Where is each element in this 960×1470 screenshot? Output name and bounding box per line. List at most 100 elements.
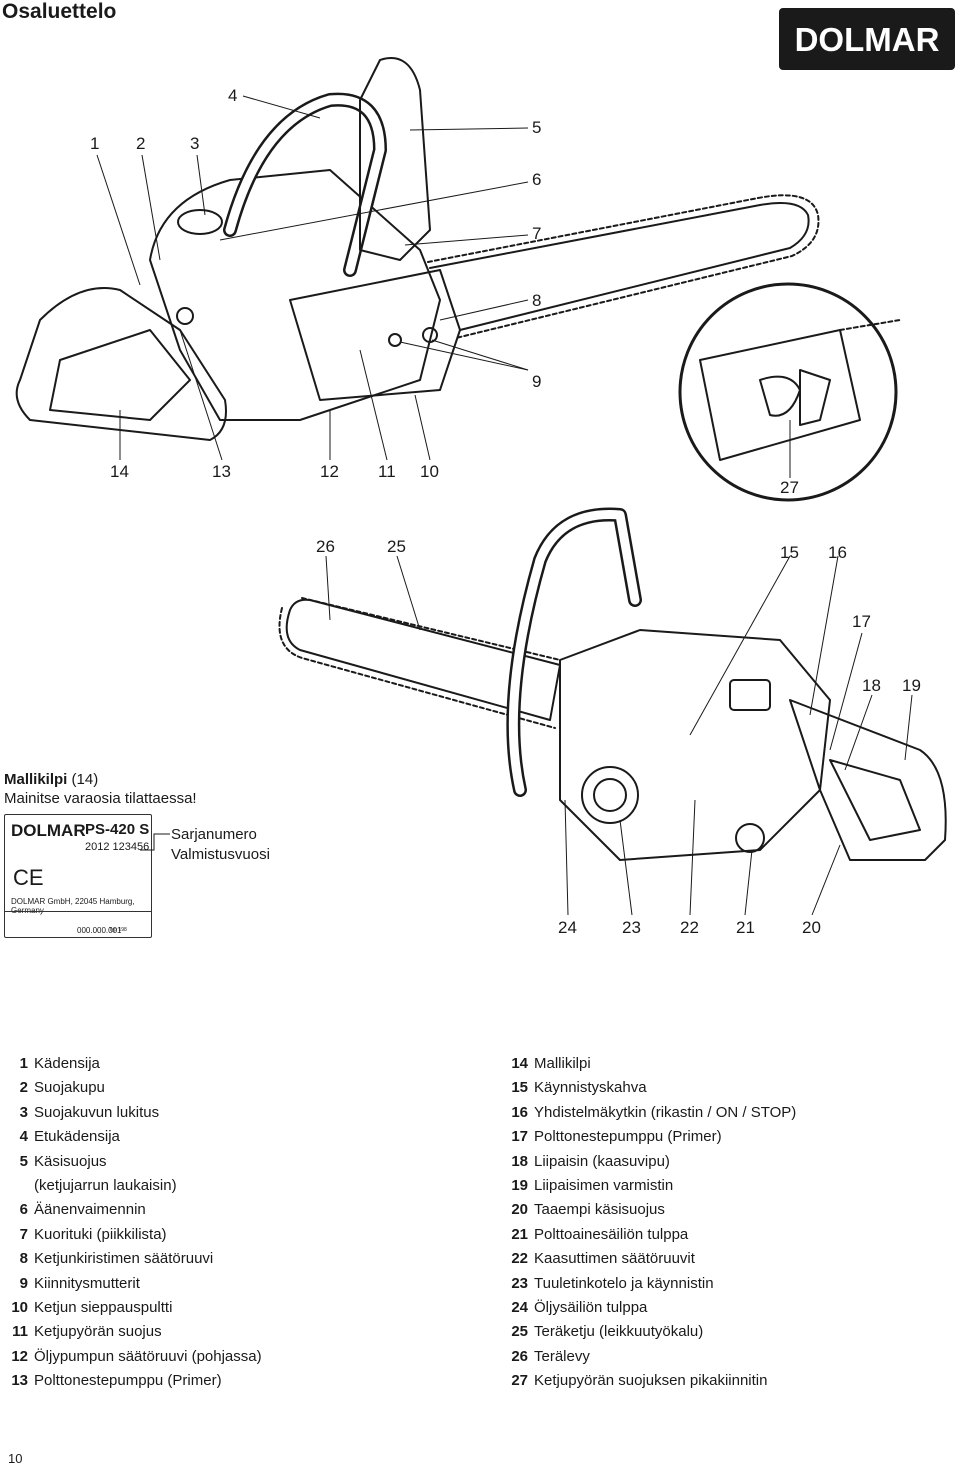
bottom-engine-housing (559, 629, 831, 861)
starter-cover (581, 766, 639, 824)
legend-text: Etukädensija (34, 1128, 120, 1146)
callout-8: 8 (532, 291, 542, 310)
legend-item: 12 Öljypumpun säätöruuvi (pohjassa) (0, 1345, 262, 1369)
legend-text: Taaempi käsisuojus (534, 1201, 665, 1219)
legend-num: 7 (19, 1225, 28, 1243)
legend-item: 15 Käynnistyskahva (500, 1076, 796, 1100)
legend-text: Kaasuttimen säätöruuvit (534, 1250, 695, 1268)
legend-item: 25 Teräketju (leikkuutyökalu) (500, 1320, 796, 1344)
legend-item: (ketjujarrun laukaisin) (0, 1174, 262, 1198)
legend-item: 19 Liipaisimen varmistin (500, 1174, 796, 1198)
legend-num: 18 (511, 1152, 528, 1170)
nameplate-leader-lines (140, 833, 170, 851)
nameplate-type: Typ 198 (109, 927, 127, 933)
callout-10: 10 (420, 462, 439, 481)
legend-num: 19 (511, 1177, 528, 1195)
legend-text: Ketjun sieppauspultti (34, 1299, 173, 1317)
legend-item: 8 Ketjunkiristimen säätöruuvi (0, 1247, 262, 1271)
callout-13: 13 (212, 462, 231, 481)
legend-text: Käsisuojus (34, 1152, 107, 1170)
callout-5: 5 (532, 118, 542, 137)
legend-text: Polttonestepumppu (Primer) (34, 1372, 222, 1390)
legend-text: Öljypumpun säätöruuvi (pohjassa) (34, 1347, 262, 1365)
nameplate-code: 000.000.001 (77, 926, 122, 935)
legend-num: 13 (11, 1372, 28, 1390)
callout-1: 1 (90, 134, 100, 153)
callout-22: 22 (680, 918, 699, 937)
callout-23: 23 (622, 918, 641, 937)
callout-15: 15 (780, 543, 799, 562)
legend-text: Teräketju (leikkuutyökalu) (534, 1323, 704, 1341)
legend-num: 17 (511, 1128, 528, 1146)
callout-7: 7 (532, 224, 542, 243)
legend-text: Ketjunkiristimen säätöruuvi (34, 1250, 214, 1268)
legend-item: 16 Yhdistelmäkytkin (rikastin / ON / STOP… (500, 1101, 796, 1125)
legend-text: Polttoainesäiliön tulppa (534, 1225, 689, 1243)
nameplate-brand: DOLMAR (11, 821, 86, 840)
legend-text: Liipaisimen varmistin (534, 1177, 674, 1195)
legend-num: 16 (511, 1103, 528, 1121)
nameplate-caption-title: Mallikilpi (4, 771, 68, 788)
legend-text: Ketjupyörän suojus (34, 1323, 162, 1341)
nameplate-caption-ref: (14) (67, 771, 99, 788)
callout-2: 2 (136, 134, 146, 153)
legend-text: Suojakuvun lukitus (34, 1103, 160, 1121)
legend-num: 25 (511, 1323, 528, 1341)
ce-mark-icon: CE (13, 865, 44, 890)
top-guide-bar (429, 202, 810, 331)
legend-num: 14 (511, 1055, 528, 1072)
legend-item: 3 Suojakuvun lukitus (0, 1101, 262, 1125)
legend-num: 26 (511, 1347, 528, 1365)
inset-detail-circle (678, 282, 898, 502)
legend-text: Ketjupyörän suojuksen pikakiinnitin (534, 1372, 768, 1390)
legend-text: Käynnistyskahva (534, 1079, 647, 1097)
legend-num: 3 (19, 1103, 28, 1121)
callout-9: 9 (532, 372, 542, 391)
legend-item: 4 Etukädensija (0, 1125, 262, 1149)
legend-text: Kuorituki (piikkilista) (34, 1225, 167, 1243)
callout-25: 25 (387, 537, 406, 556)
legend-num: 21 (511, 1225, 528, 1243)
nameplate-maker: DOLMAR GmbH, 22045 Hamburg, Germany (11, 897, 135, 915)
legend-num: 10 (11, 1299, 28, 1317)
callout-12: 12 (320, 462, 339, 481)
legend-num: 24 (511, 1299, 528, 1317)
legend-text: Polttonestepumppu (Primer) (534, 1128, 722, 1146)
callout-20: 20 (802, 918, 821, 937)
legend-text: Kiinnitysmutterit (34, 1274, 140, 1292)
bottom-saw-chain (278, 607, 556, 729)
callout-27: 27 (780, 478, 799, 497)
legend-item: 17 Polttonestepumppu (Primer) (500, 1125, 796, 1149)
legend-text: Yhdistelmäkytkin (rikastin / ON / STOP) (534, 1103, 797, 1121)
legend-num: 5 (19, 1152, 28, 1170)
legend-text: Liipaisin (kaasuvipu) (534, 1152, 670, 1170)
legend-num: 4 (19, 1128, 28, 1146)
callout-6: 6 (532, 170, 542, 189)
legend-num: 12 (11, 1347, 28, 1365)
callout-24: 24 (558, 918, 577, 937)
label-manufacture-year: Valmistusvuosi (171, 846, 270, 863)
callout-21: 21 (736, 918, 755, 937)
nameplate-divider (5, 911, 151, 912)
label-serial-number: Sarjanumero (171, 826, 257, 843)
legend-text: Tuuletinkotelo ja käynnistin (534, 1274, 714, 1292)
legend-num: 2 (19, 1079, 28, 1097)
bottom-guide-bar (285, 598, 561, 721)
legend-text: (ketjujarrun laukaisin) (34, 1177, 177, 1195)
callout-26: 26 (316, 537, 335, 556)
nameplate-model: PS-420 S (85, 821, 150, 838)
legend-text: Terälevy (534, 1347, 590, 1365)
legend-num: 15 (511, 1079, 528, 1097)
legend-num: 8 (19, 1250, 28, 1268)
nameplate-caption-note: Mainitse varaosia tilattaessa! (4, 790, 197, 807)
